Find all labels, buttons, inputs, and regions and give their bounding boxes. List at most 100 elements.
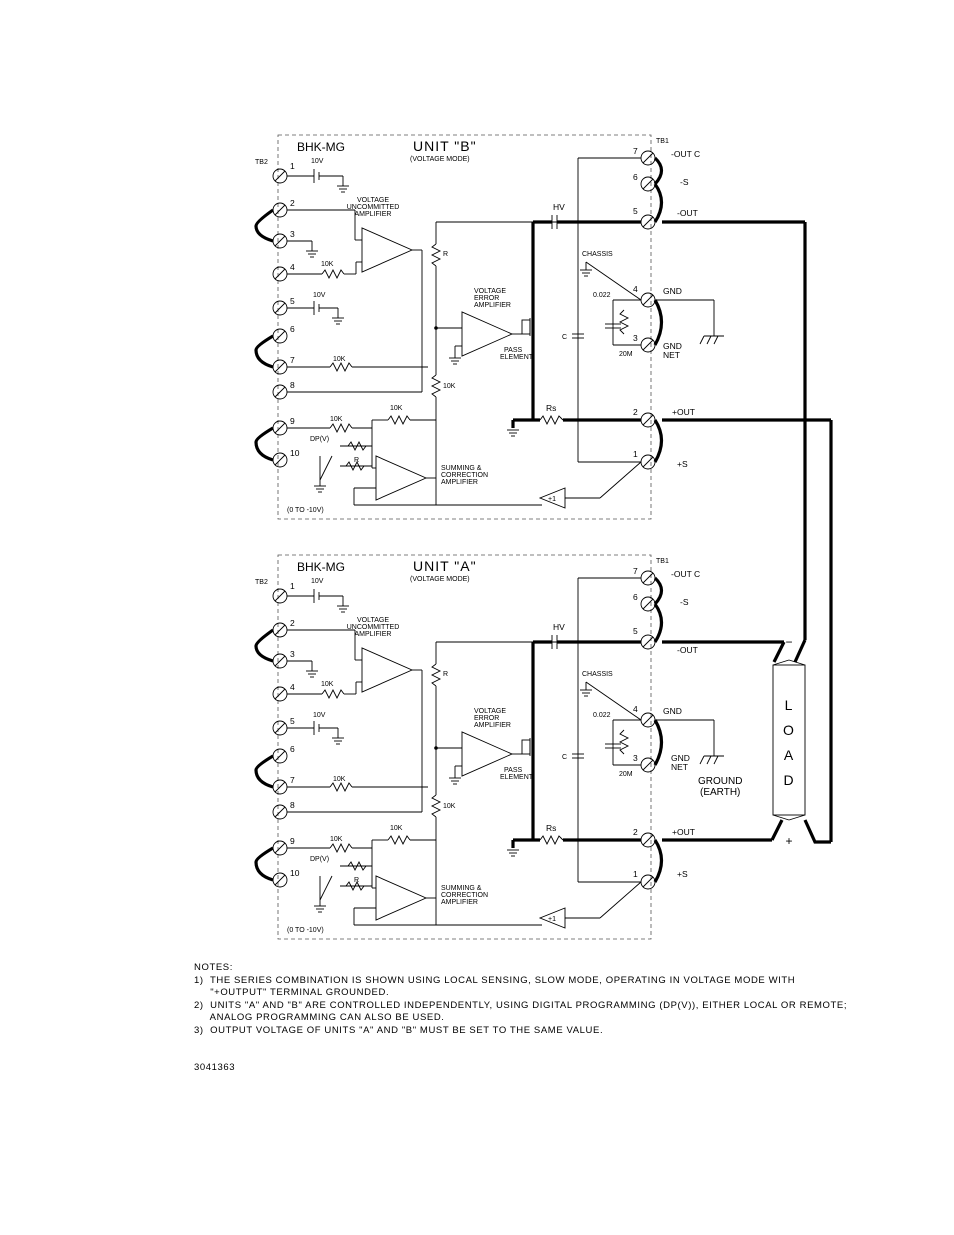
svg-text:R: R: [354, 877, 359, 884]
svg-text:+S: +S: [677, 459, 688, 469]
svg-text:10K: 10K: [321, 261, 334, 268]
svg-text:-OUT: -OUT: [677, 208, 698, 218]
svg-text:8: 8: [290, 800, 295, 810]
svg-text:+: +: [785, 834, 792, 848]
svg-text:R: R: [443, 251, 448, 258]
svg-text:10K: 10K: [390, 405, 403, 412]
svg-text:5: 5: [633, 206, 638, 216]
svg-text:7: 7: [290, 775, 295, 785]
svg-text:10: 10: [290, 448, 300, 458]
svg-text:2: 2: [633, 827, 638, 837]
svg-text:20M: 20M: [619, 771, 633, 778]
svg-text:+OUT: +OUT: [672, 827, 695, 837]
svg-text:Rs: Rs: [546, 403, 556, 413]
svg-text:+S: +S: [677, 869, 688, 879]
svg-text:CORRECTION: CORRECTION: [441, 892, 488, 899]
load: [772, 659, 806, 821]
svg-text:NET: NET: [663, 350, 680, 360]
svg-text:ELEMENT: ELEMENT: [500, 354, 534, 361]
svg-text:10K: 10K: [321, 681, 334, 688]
svg-text:9: 9: [290, 836, 295, 846]
note-line: 2) UNITS "A" AND "B" ARE CONTROLLED INDE…: [194, 999, 848, 1011]
svg-text:10K: 10K: [443, 383, 456, 390]
svg-text:10K: 10K: [333, 356, 346, 363]
svg-text:GND: GND: [663, 341, 682, 351]
notes: NOTES: 1) THE SERIES COMBINATION IS SHOW…: [194, 962, 854, 1037]
svg-text:6: 6: [290, 744, 295, 754]
svg-text:AMPLIFIER: AMPLIFIER: [474, 722, 511, 729]
svg-text:+OUT: +OUT: [672, 407, 695, 417]
svg-text:2: 2: [633, 407, 638, 417]
unit-a-mode: (VOLTAGE MODE): [410, 576, 470, 583]
svg-text:GND: GND: [663, 706, 682, 716]
svg-text:UNCOMMITTED: UNCOMMITTED: [347, 624, 400, 631]
svg-text:4: 4: [290, 682, 295, 692]
svg-text:20M: 20M: [619, 351, 633, 358]
note-line: ANALOG PROGRAMMING CAN ALSO BE USED.: [194, 1012, 445, 1023]
svg-text:7: 7: [633, 146, 638, 156]
unit-b-mode: (VOLTAGE MODE): [410, 156, 470, 163]
svg-text:SUMMING &: SUMMING &: [441, 465, 482, 472]
svg-text:7: 7: [633, 566, 638, 576]
svg-text:GND: GND: [663, 286, 682, 296]
svg-text:GROUND: GROUND: [698, 776, 742, 787]
svg-text:ERROR: ERROR: [474, 715, 499, 722]
svg-text:10K: 10K: [333, 776, 346, 783]
svg-text:UNCOMMITTED: UNCOMMITTED: [347, 204, 400, 211]
svg-text:2: 2: [290, 198, 295, 208]
svg-text:5: 5: [633, 626, 638, 636]
svg-text:D: D: [783, 772, 794, 788]
svg-text:3: 3: [633, 753, 638, 763]
note-line: "+OUTPUT" TERMINAL GROUNDED.: [194, 987, 390, 998]
svg-text:(0 TO -10V): (0 TO -10V): [287, 927, 324, 934]
unit-a-name: UNIT "A": [413, 558, 477, 574]
svg-text:VOLTAGE: VOLTAGE: [474, 288, 506, 295]
svg-text:VOLTAGE: VOLTAGE: [357, 617, 389, 624]
note-line: 3) OUTPUT VOLTAGE OF UNITS "A" AND "B" M…: [194, 1024, 604, 1036]
svg-text:-S: -S: [680, 177, 689, 187]
svg-text:-OUT: -OUT: [677, 645, 698, 655]
svg-text:3: 3: [290, 649, 295, 659]
svg-text:CORRECTION: CORRECTION: [441, 472, 488, 479]
unit-a: [254, 553, 726, 941]
svg-text:-OUT C: -OUT C: [671, 569, 700, 579]
svg-text:PASS: PASS: [504, 767, 522, 774]
svg-text:6: 6: [633, 172, 638, 182]
svg-text:O: O: [783, 722, 795, 738]
svg-text:DP(V): DP(V): [310, 856, 329, 863]
svg-text:10V: 10V: [313, 712, 326, 719]
note-line: 1) THE SERIES COMBINATION IS SHOWN USING…: [194, 974, 796, 986]
svg-text:6: 6: [290, 324, 295, 334]
svg-text:5: 5: [290, 296, 295, 306]
unit-b-labels: BHK-MG UNIT "B" (VOLTAGE MODE) TB2 TB1 1…: [255, 138, 700, 514]
series-wiring: [662, 220, 833, 844]
svg-text:(EARTH): (EARTH): [700, 787, 740, 798]
svg-text:8: 8: [290, 380, 295, 390]
svg-text:-OUT C: -OUT C: [671, 149, 700, 159]
svg-text:DP(V): DP(V): [310, 436, 329, 443]
svg-text:NET: NET: [671, 762, 688, 772]
svg-text:TB1: TB1: [656, 558, 669, 565]
svg-text:CHASSIS: CHASSIS: [582, 671, 613, 678]
svg-text:AMPLIFIER: AMPLIFIER: [355, 211, 392, 218]
svg-text:HV: HV: [553, 202, 565, 212]
svg-text:10V: 10V: [313, 292, 326, 299]
svg-text:L: L: [785, 697, 794, 713]
svg-text:4: 4: [290, 262, 295, 272]
svg-text:TB1: TB1: [656, 138, 669, 145]
unit-a-labels: BHK-MG UNIT "A" (VOLTAGE MODE) TB2 TB1 1…: [255, 558, 700, 934]
svg-text:R: R: [354, 457, 359, 464]
svg-text:VOLTAGE: VOLTAGE: [474, 708, 506, 715]
notes-heading: NOTES:: [194, 962, 233, 973]
svg-text:10V: 10V: [311, 158, 324, 165]
svg-text:3: 3: [633, 333, 638, 343]
svg-text:+1: +1: [548, 916, 556, 923]
svg-text:4: 4: [633, 284, 638, 294]
svg-text:0.022: 0.022: [593, 712, 611, 719]
svg-text:ERROR: ERROR: [474, 295, 499, 302]
svg-text:HV: HV: [553, 622, 565, 632]
svg-text:3: 3: [290, 229, 295, 239]
svg-text:10K: 10K: [330, 416, 343, 423]
svg-text:-S: -S: [680, 597, 689, 607]
